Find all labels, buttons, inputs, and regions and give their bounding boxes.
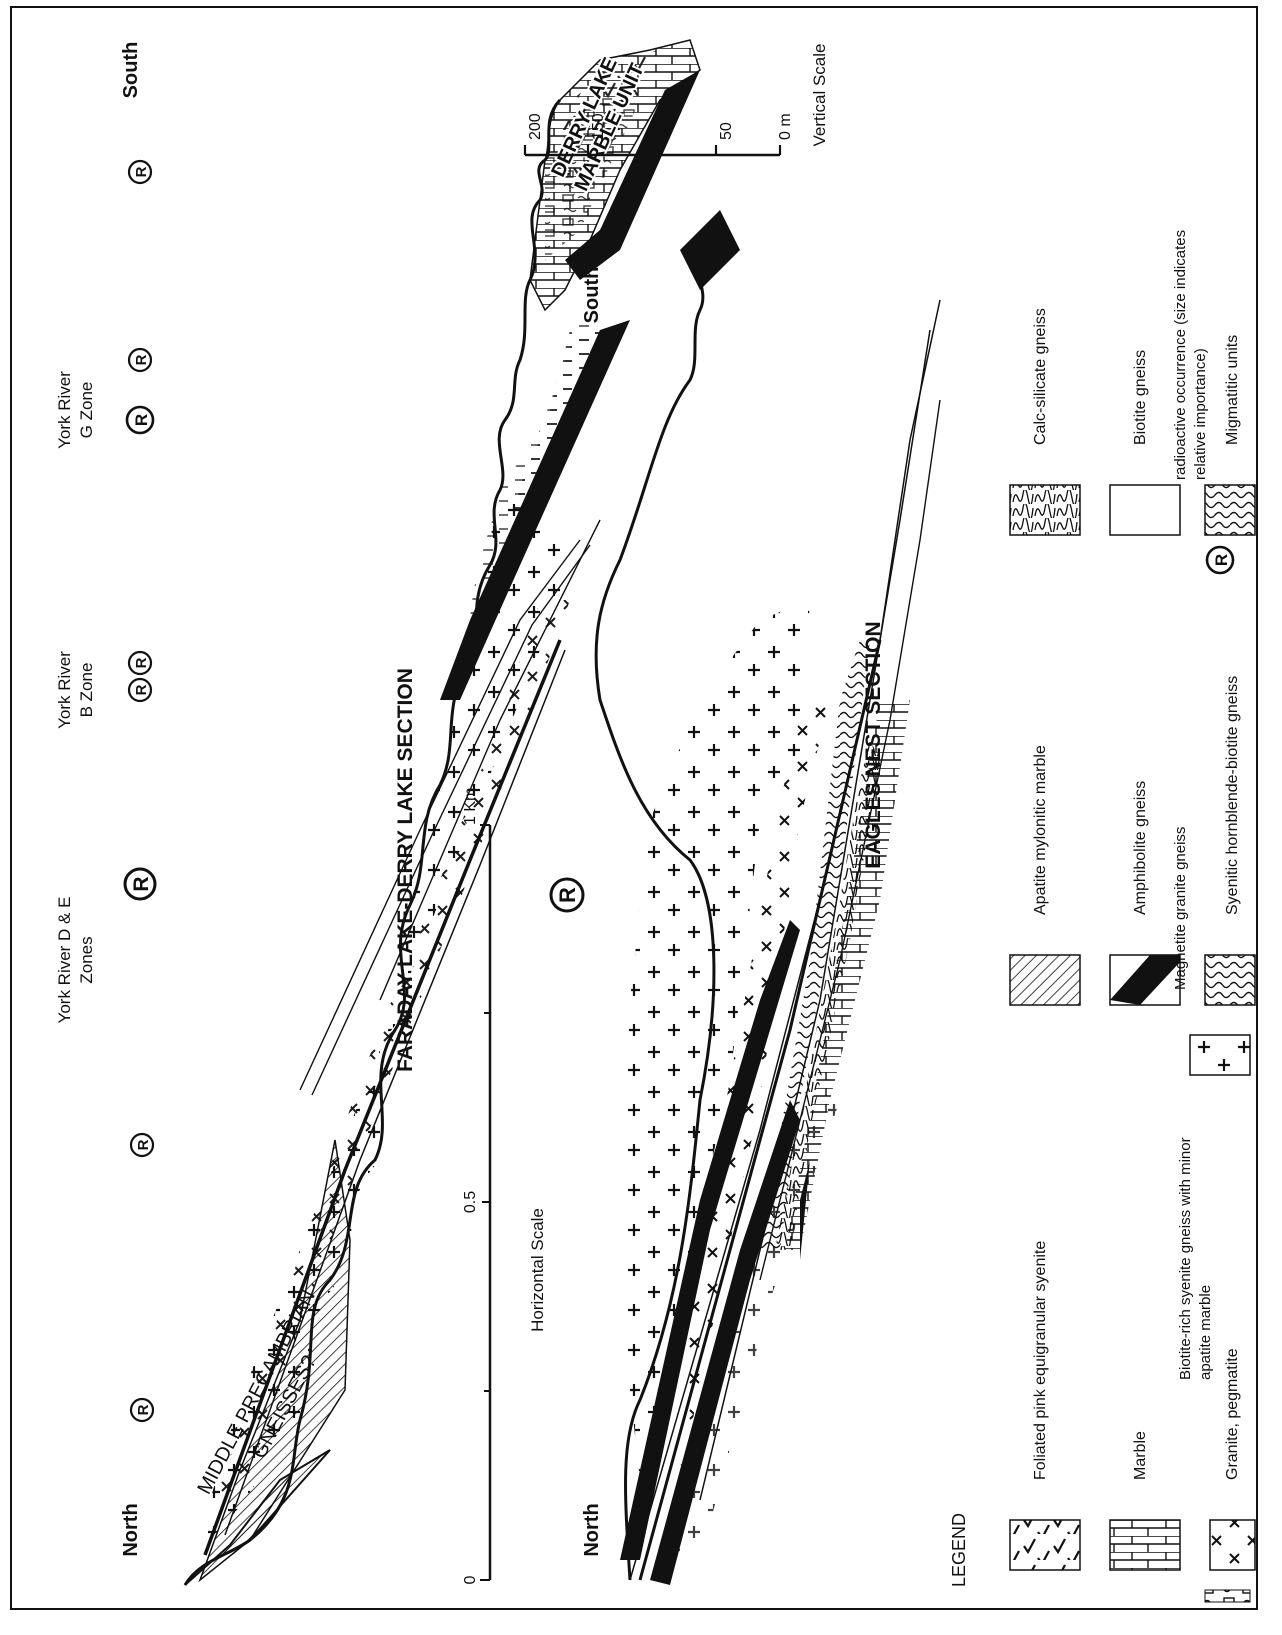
legend-swatch-plus-marks <box>1190 1035 1250 1075</box>
legend-item-label-line2: relative importance) <box>1192 348 1209 480</box>
legend-item-label: radioactive occurrence (size indicates <box>1172 230 1189 480</box>
legend-item-label-line2: apatite marble <box>1197 1285 1214 1380</box>
svg-text:R: R <box>1212 554 1231 566</box>
legend-r-symbol: R <box>1207 547 1233 573</box>
legend-swatch-boxes-dashes <box>1205 1590 1250 1602</box>
legend-item-label: Magnetite granite gneiss <box>1172 827 1189 990</box>
legend-lower-row: Biotite-rich syenite gneiss with minor a… <box>1172 230 1250 1602</box>
legend-item-label: Biotite-rich syenite gneiss with minor <box>1177 1137 1194 1380</box>
